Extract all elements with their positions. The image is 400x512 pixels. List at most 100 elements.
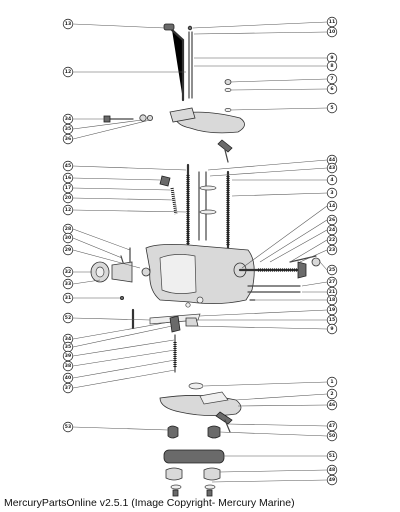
main-housing bbox=[120, 244, 255, 308]
callout-number: 44 bbox=[329, 157, 335, 163]
callout-right-11: 14 bbox=[326, 200, 338, 212]
callout-circle bbox=[326, 474, 338, 486]
callout-number: 28 bbox=[65, 226, 71, 232]
callout-circle bbox=[62, 18, 74, 30]
callout-circle bbox=[62, 160, 74, 172]
center-shaft bbox=[159, 163, 230, 272]
leader-line bbox=[72, 119, 143, 130]
callout-number: 38 bbox=[65, 363, 71, 369]
top-rod-assembly bbox=[163, 23, 232, 112]
leader-line bbox=[72, 426, 169, 431]
callout-right-19: 18 bbox=[326, 294, 338, 306]
leader-line bbox=[227, 423, 328, 427]
callout-number: 31 bbox=[65, 295, 71, 301]
callout-number: 34 bbox=[65, 336, 71, 342]
callout-left-16: 52 bbox=[62, 312, 74, 324]
callout-circle bbox=[62, 421, 74, 433]
leader-line bbox=[207, 159, 328, 171]
callout-number: 6 bbox=[330, 86, 333, 92]
callout-circle bbox=[326, 162, 338, 174]
leader-line bbox=[301, 281, 328, 287]
callout-left-21: 40 bbox=[62, 372, 74, 384]
callout-right-3: 8 bbox=[326, 60, 338, 72]
callouts-right: 1110987654443431426242223252721181915912… bbox=[326, 16, 338, 486]
callout-number: 33 bbox=[65, 281, 71, 287]
callout-right-5: 6 bbox=[326, 83, 338, 95]
callout-number: 19 bbox=[329, 307, 335, 313]
leader-line bbox=[237, 404, 328, 407]
leader-line bbox=[203, 381, 328, 387]
callout-right-12: 26 bbox=[326, 214, 338, 226]
callout-circle bbox=[326, 399, 338, 411]
callout-number: 47 bbox=[329, 423, 335, 429]
callout-number: 1 bbox=[330, 379, 333, 385]
callout-left-6: 16 bbox=[62, 172, 74, 184]
leader-line bbox=[235, 393, 328, 401]
callout-right-30: 49 bbox=[326, 474, 338, 486]
callout-number: 22 bbox=[329, 237, 335, 243]
callout-number: 32 bbox=[65, 269, 71, 275]
callout-left-4: 36 bbox=[62, 133, 74, 145]
leader-line bbox=[72, 187, 171, 191]
callout-number: 12 bbox=[65, 207, 71, 213]
callout-left-1: 12 bbox=[62, 66, 74, 78]
callout-number: 30 bbox=[65, 235, 71, 241]
callout-left-7: 17 bbox=[62, 182, 74, 194]
leader-line bbox=[72, 325, 173, 348]
leader-line bbox=[72, 237, 123, 259]
callout-right-0: 11 bbox=[326, 16, 338, 28]
callout-circle bbox=[62, 133, 74, 145]
callout-number: 15 bbox=[329, 317, 335, 323]
leader-line bbox=[72, 119, 151, 140]
callout-right-15: 23 bbox=[326, 244, 338, 256]
callout-right-17: 27 bbox=[326, 276, 338, 288]
callout-left-11: 30 bbox=[62, 232, 74, 244]
leader-line bbox=[211, 479, 328, 483]
callout-number: 53 bbox=[65, 424, 71, 430]
callout-circle bbox=[62, 244, 74, 256]
callout-circle bbox=[326, 83, 338, 95]
callout-circle bbox=[326, 264, 338, 276]
callout-number: 10 bbox=[329, 29, 335, 35]
leader-line bbox=[72, 321, 171, 340]
leader-line bbox=[269, 229, 328, 263]
callout-right-1: 10 bbox=[326, 26, 338, 38]
leader-line bbox=[72, 249, 141, 269]
leader-line bbox=[72, 359, 176, 379]
callout-right-13: 24 bbox=[326, 224, 338, 236]
callout-number: 49 bbox=[329, 477, 335, 483]
callout-number: 36 bbox=[65, 136, 71, 142]
callout-left-8: 20 bbox=[62, 192, 74, 204]
callout-circle bbox=[326, 187, 338, 199]
callout-circle bbox=[62, 113, 74, 125]
leader-line bbox=[72, 279, 101, 285]
leader-line bbox=[230, 107, 328, 111]
callout-number: 14 bbox=[329, 203, 335, 209]
callout-circle bbox=[326, 388, 338, 400]
leader-line bbox=[72, 165, 187, 171]
callout-number: 50 bbox=[329, 433, 335, 439]
callout-number: 48 bbox=[329, 467, 335, 473]
callout-number: 18 bbox=[329, 297, 335, 303]
callout-right-21: 15 bbox=[326, 314, 338, 326]
leader-line bbox=[72, 317, 151, 321]
callout-number: 21 bbox=[329, 289, 335, 295]
callout-circle bbox=[326, 430, 338, 442]
callout-left-5: 45 bbox=[62, 160, 74, 172]
callout-circle bbox=[326, 60, 338, 72]
callout-circle bbox=[326, 244, 338, 256]
callout-number: 40 bbox=[65, 375, 71, 381]
bottom-clamp bbox=[163, 425, 225, 497]
callout-circle bbox=[62, 312, 74, 324]
callout-right-18: 21 bbox=[326, 286, 338, 298]
callout-left-12: 29 bbox=[62, 244, 74, 256]
callout-circle bbox=[326, 323, 338, 335]
leader-lines bbox=[72, 21, 328, 483]
callout-left-3: 35 bbox=[62, 123, 74, 135]
callout-right-8: 43 bbox=[326, 162, 338, 174]
callout-number: 11 bbox=[329, 19, 335, 25]
leader-line bbox=[241, 205, 328, 269]
callout-number: 7 bbox=[330, 76, 333, 82]
callout-right-14: 22 bbox=[326, 234, 338, 246]
callout-right-20: 19 bbox=[326, 304, 338, 316]
